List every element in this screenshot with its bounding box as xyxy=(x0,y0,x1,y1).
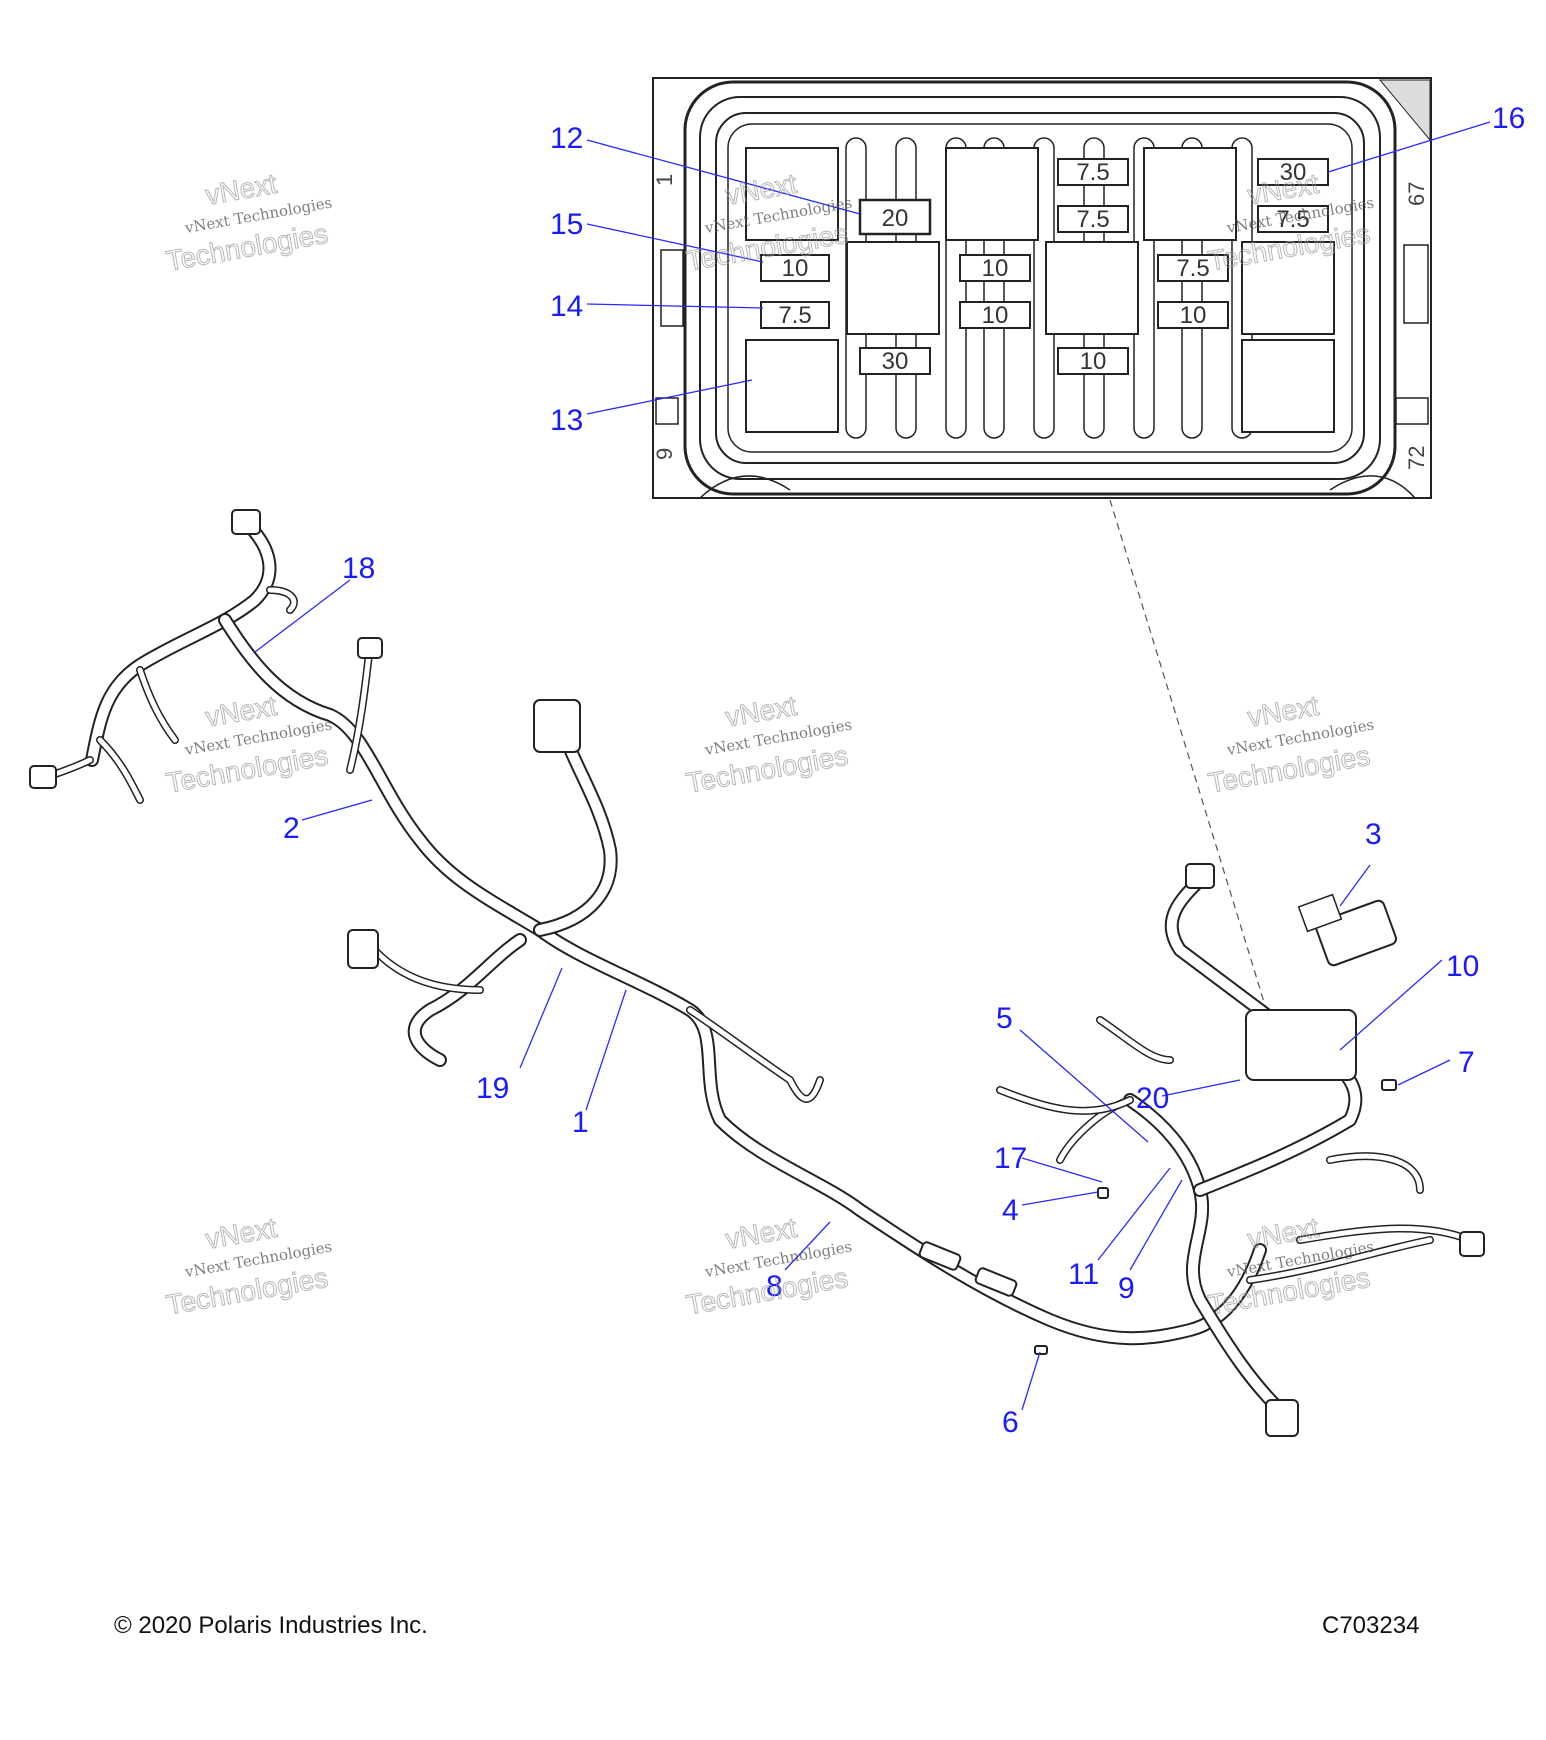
callout-7: 7 xyxy=(1458,1046,1475,1079)
connector-top-left xyxy=(231,509,261,535)
callout-13: 13 xyxy=(550,404,583,437)
callout-11: 11 xyxy=(1068,1258,1099,1291)
callout-3: 3 xyxy=(1365,818,1382,851)
fuse-10-center-c: 10 xyxy=(1057,347,1129,375)
callout-14: 14 xyxy=(550,290,583,323)
callout-12: 12 xyxy=(550,122,583,155)
fuse-10-left: 10 xyxy=(760,254,830,282)
watermark-8: vNext vNext Technologies Technologies xyxy=(683,1211,853,1321)
copyright-notice: © 2020 Polaris Industries Inc. xyxy=(114,1612,428,1639)
svg-text:7.5: 7.5 xyxy=(1276,206,1309,233)
callout-2: 2 xyxy=(283,812,300,845)
edge-number-9: 9 xyxy=(652,448,677,460)
callout-1: 1 xyxy=(572,1106,589,1139)
callout-18: 18 xyxy=(342,552,375,585)
edge-number-1: 1 xyxy=(652,174,677,186)
callout-6: 6 xyxy=(1002,1406,1019,1439)
fuse-30-lower: 30 xyxy=(859,347,931,375)
callout-labels: 1 2 3 4 5 6 7 8 9 10 11 12 13 14 15 16 1… xyxy=(283,102,1525,1439)
harness-fuse-box xyxy=(1245,1009,1357,1081)
fuse-7-5-right-a: 7.5 xyxy=(1257,205,1329,233)
fuse-box-detail-inset: 20 10 7.5 30 7.5 7.5 10 10 xyxy=(652,77,1432,499)
svg-text:30: 30 xyxy=(882,348,909,375)
svg-text:10: 10 xyxy=(1080,348,1107,375)
diagram-code: C703234 xyxy=(1322,1612,1420,1639)
connector-left-end xyxy=(29,765,57,789)
sleeve-8a xyxy=(918,1241,962,1271)
svg-text:10: 10 xyxy=(1180,302,1207,329)
callout-5: 5 xyxy=(996,1002,1013,1035)
fuse-10-center-a: 10 xyxy=(959,254,1031,282)
connector-right-lower xyxy=(1265,1399,1299,1437)
svg-text:20: 20 xyxy=(882,205,909,232)
watermark-5: vNext vNext Technologies Technologies xyxy=(683,689,853,799)
connector-right-upper xyxy=(1185,863,1215,889)
svg-text:7.5: 7.5 xyxy=(1076,206,1109,233)
fuse-7-5-left: 7.5 xyxy=(760,301,830,329)
fuse-10-right: 10 xyxy=(1157,301,1229,329)
callout-16: 16 xyxy=(1492,102,1525,135)
fuse-10-center-b: 10 xyxy=(959,301,1031,329)
connector-left-lower xyxy=(347,929,379,969)
callout-8: 8 xyxy=(766,1270,783,1303)
sleeve-8b xyxy=(974,1267,1018,1297)
svg-text:7.5: 7.5 xyxy=(1076,159,1109,186)
callout-9: 9 xyxy=(1118,1272,1135,1305)
watermark-7: vNext vNext Technologies Technologies xyxy=(163,1211,333,1321)
callout-17: 17 xyxy=(994,1142,1027,1175)
small-part-6 xyxy=(1034,1345,1048,1355)
svg-text:10: 10 xyxy=(982,302,1009,329)
fuse-7-5-top-b: 7.5 xyxy=(1057,205,1129,233)
callout-20: 20 xyxy=(1136,1082,1169,1115)
detail-reference-line xyxy=(1109,499,1269,1016)
edge-number-72: 72 xyxy=(1404,446,1429,470)
svg-text:30: 30 xyxy=(1280,159,1307,186)
fuse-30-top-right: 30 xyxy=(1257,158,1329,186)
svg-text:7.5: 7.5 xyxy=(1176,255,1209,282)
watermark-1: vNext vNext Technologies Technologies xyxy=(163,167,333,277)
main-wiring-harness xyxy=(29,509,1485,1437)
svg-text:10: 10 xyxy=(782,255,809,282)
relay-sockets xyxy=(745,147,1335,433)
callout-leaders xyxy=(254,121,1491,1411)
edge-number-67: 67 xyxy=(1404,182,1429,206)
watermark-6: vNext vNext Technologies Technologies xyxy=(1205,689,1375,799)
small-part-7 xyxy=(1381,1079,1397,1091)
connector-mid-top xyxy=(357,637,383,659)
fuse-box-cover-part-3 xyxy=(1297,893,1398,967)
svg-text:7.5: 7.5 xyxy=(778,302,811,329)
svg-text:10: 10 xyxy=(982,255,1009,282)
fuse-7-5-top-a: 7.5 xyxy=(1057,158,1129,186)
fuse-7-5-right-b: 7.5 xyxy=(1157,254,1229,282)
callout-19: 19 xyxy=(476,1072,509,1105)
fuse-20: 20 xyxy=(858,198,932,236)
callout-15: 15 xyxy=(550,208,583,241)
callout-10: 10 xyxy=(1446,950,1479,983)
connector-large-block xyxy=(533,699,581,753)
connector-far-right xyxy=(1459,1231,1485,1257)
callout-4: 4 xyxy=(1002,1194,1019,1227)
watermark-4: vNext vNext Technologies Technologies xyxy=(163,689,333,799)
small-part-4 xyxy=(1097,1187,1109,1199)
